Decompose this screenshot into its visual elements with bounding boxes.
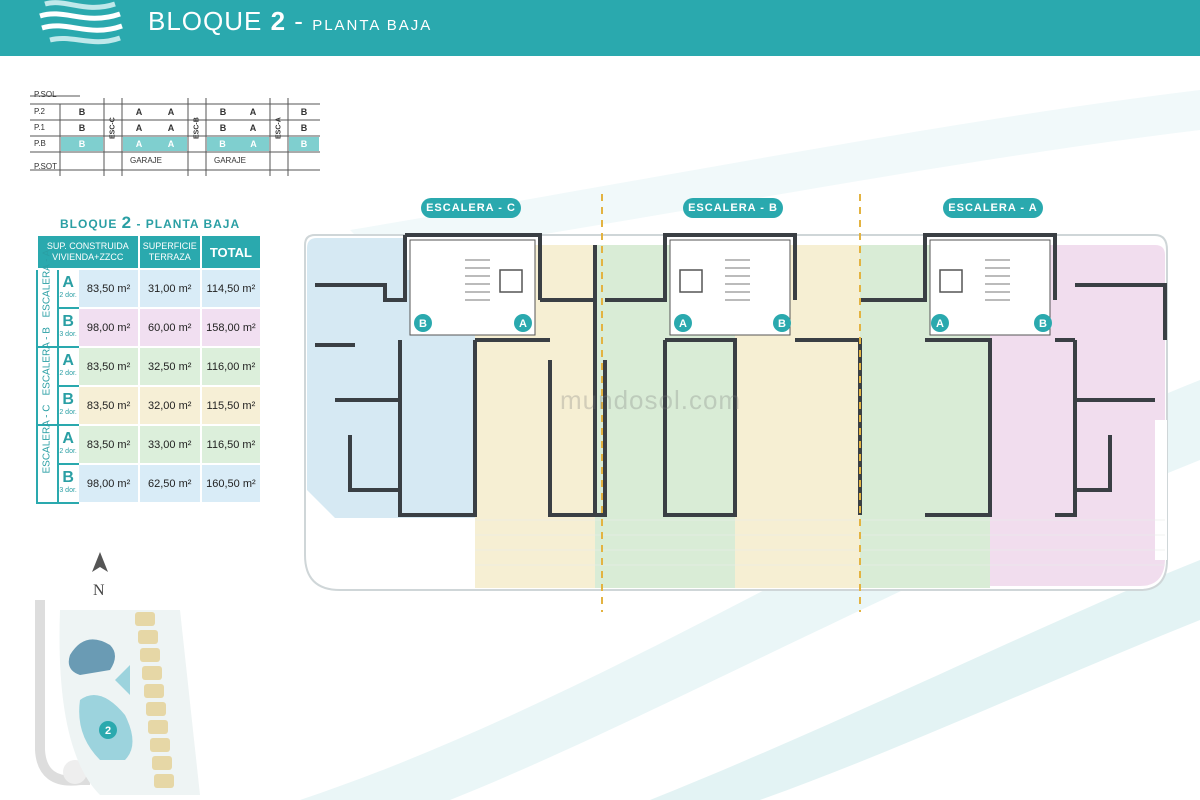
- floor-label-p1: P.1: [34, 123, 45, 132]
- unit-cell: B: [78, 107, 86, 117]
- floor-label-psol: P.SOL: [34, 90, 57, 99]
- marker-a: A: [936, 318, 944, 330]
- header-bar: BLOQUE 2 - PLANTA BAJA: [0, 0, 1200, 56]
- total-area: 158,00 m²: [199, 307, 263, 348]
- floor-plan: B A A B A B: [304, 194, 1168, 612]
- total-area: 116,50 m²: [199, 424, 263, 465]
- unit-markers: [414, 314, 1052, 332]
- marker-b: B: [1039, 318, 1047, 330]
- unit-cell: B: [78, 123, 86, 133]
- total-area: 114,50 m²: [199, 268, 263, 309]
- built-area: 83,50 m²: [77, 268, 140, 309]
- marker-b: B: [419, 318, 427, 330]
- header-total: TOTAL: [199, 234, 263, 270]
- title-number: 2: [270, 6, 287, 36]
- terrace-area: 62,50 m²: [137, 463, 202, 504]
- areas-title-pre: BLOQUE: [60, 217, 122, 231]
- unit-cell: A: [249, 123, 257, 133]
- title-main: BLOQUE: [148, 6, 263, 36]
- unit-cell-pb: A: [155, 137, 187, 151]
- stair-label-c: ESC-C: [109, 117, 117, 139]
- terrace-area: 32,50 m²: [137, 346, 202, 387]
- page-title: BLOQUE 2 - PLANTA BAJA: [148, 6, 432, 37]
- unit-cell: A: [135, 107, 143, 117]
- escalera-a-label: ESCALERA - A: [943, 198, 1043, 218]
- escalera-label: ESCALERA - B: [36, 327, 59, 426]
- escalera-label: ESCALERA - A: [36, 249, 59, 348]
- title-subtitle: PLANTA BAJA: [312, 17, 433, 34]
- unit-cell: A: [249, 107, 257, 117]
- unit-cell: A: [135, 123, 143, 133]
- garage-label: GARAJE: [130, 156, 163, 165]
- unit-cell: B: [219, 123, 227, 133]
- unit-cell: B: [219, 107, 227, 117]
- areas-title-post: - PLANTA BAJA: [132, 217, 241, 231]
- floor-label-psot: P.SOT: [34, 162, 57, 171]
- total-area: 160,50 m²: [199, 463, 263, 504]
- unit-cell: A: [167, 107, 175, 117]
- unit-cell-pb: B: [207, 137, 238, 151]
- north-arrow-icon: [92, 552, 108, 572]
- section-lines: [30, 95, 320, 176]
- stair-label-a: ESC-A: [275, 117, 283, 139]
- site-map: N 2: [35, 552, 200, 795]
- north-label: N: [93, 582, 105, 599]
- marker-a: A: [519, 318, 527, 330]
- unit-cell-pb: B: [289, 137, 319, 151]
- terrace-area: 31,00 m²: [137, 268, 202, 309]
- unit-cell-pb: A: [123, 137, 155, 151]
- areas-table-title: BLOQUE 2 - PLANTA BAJA: [60, 213, 240, 233]
- escalera-b-label: ESCALERA - B: [683, 198, 783, 218]
- built-area: 83,50 m²: [77, 424, 140, 465]
- built-area: 83,50 m²: [77, 385, 140, 426]
- built-area: 83,50 m²: [77, 346, 140, 387]
- unit-cell: B: [300, 107, 308, 117]
- building-section-chart: P.SOL P.2 P.1 P.B P.SOT B A A B A B B A …: [30, 86, 320, 178]
- built-area: 98,00 m²: [77, 307, 140, 348]
- escalera-label: ESCALERA - C: [36, 404, 59, 504]
- site-block-number: 2: [105, 725, 111, 737]
- floor-label-pb: P.B: [34, 139, 46, 148]
- unit-cell-pb: B: [61, 137, 103, 151]
- watermark: mundosol.com: [560, 385, 742, 415]
- terrace-area: 60,00 m²: [137, 307, 202, 348]
- floor-label-p2: P.2: [34, 107, 45, 116]
- areas-title-num: 2: [121, 213, 133, 232]
- built-area: 98,00 m²: [77, 463, 140, 504]
- total-area: 116,00 m²: [199, 346, 263, 387]
- terrace-area: 32,00 m²: [137, 385, 202, 426]
- unit-cell: B: [300, 123, 308, 133]
- total-area: 115,50 m²: [199, 385, 263, 426]
- title-separator: -: [286, 6, 313, 36]
- marker-a: A: [679, 318, 687, 330]
- escalera-c-label: ESCALERA - C: [421, 198, 521, 218]
- terrace-area: 33,00 m²: [137, 424, 202, 465]
- stair-label-b: ESC-B: [193, 117, 201, 139]
- marker-b: B: [778, 318, 786, 330]
- unit-cell: A: [167, 123, 175, 133]
- unit-cell-pb: A: [238, 137, 269, 151]
- garage-label: GARAJE: [214, 156, 247, 165]
- site-building: [68, 639, 115, 675]
- brand-wave-logo: [39, 0, 123, 45]
